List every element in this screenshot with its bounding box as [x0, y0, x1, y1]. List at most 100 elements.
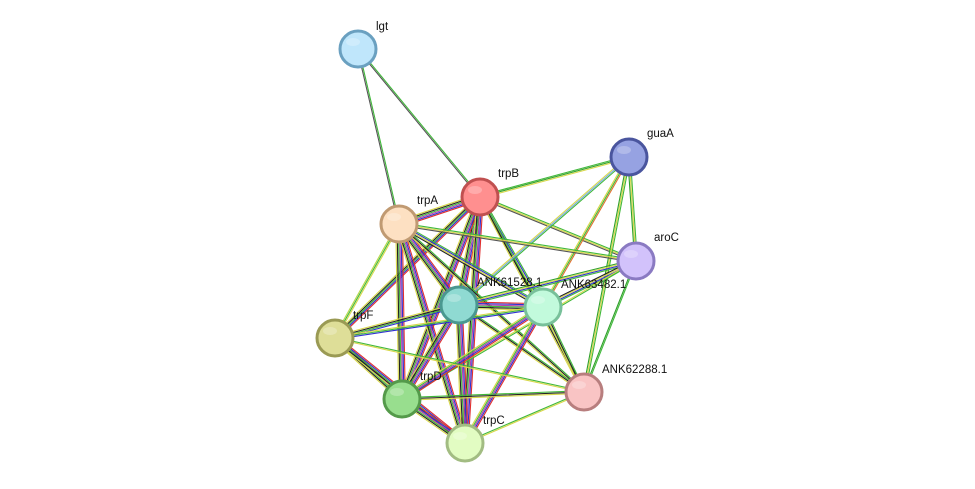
node-circle[interactable]	[382, 379, 422, 419]
edge-evidence-line	[458, 156, 630, 306]
node-circle[interactable]	[609, 137, 649, 177]
node-trpD[interactable]: trpD	[382, 371, 442, 419]
edge-evidence-line	[396, 224, 464, 445]
node-highlight	[617, 146, 631, 154]
node-trpF[interactable]: trpF	[315, 310, 373, 358]
node-circle[interactable]	[379, 204, 419, 244]
edge-evidence-line	[455, 304, 463, 444]
node-lgt[interactable]: lgt	[338, 21, 389, 69]
edge-evidence-line	[402, 307, 545, 401]
edge-evidence-line	[400, 305, 543, 399]
edge-lgt-trpA[interactable]	[356, 48, 401, 225]
edge-evidence-line	[464, 392, 585, 445]
edge-evidence-line	[401, 222, 469, 443]
node-aroC[interactable]: aroC	[616, 232, 679, 281]
edge-evidence-line	[397, 223, 402, 400]
edge-ANK63482.1-trpD[interactable]	[400, 304, 545, 402]
edge-evidence-line	[401, 306, 544, 400]
edge-evidence-line	[356, 48, 399, 225]
node-highlight	[572, 381, 586, 389]
edge-evidence-line	[333, 302, 460, 337]
edge-evidence-line	[457, 305, 584, 394]
edge-trpB-guaA[interactable]	[479, 155, 630, 199]
node-trpB[interactable]: trpB	[460, 168, 519, 217]
node-highlight	[387, 213, 401, 221]
edge-trpA-trpC[interactable]	[395, 222, 469, 445]
edge-evidence-line	[457, 258, 637, 304]
node-highlight	[531, 296, 545, 304]
edge-aroC-ANK61528.1[interactable]	[457, 258, 638, 308]
edge-evidence-line	[459, 304, 467, 444]
edge-evidence-line	[399, 222, 586, 392]
node-circle[interactable]	[523, 287, 563, 327]
edge-evidence-line	[461, 304, 469, 444]
edge-evidence-line	[398, 224, 637, 263]
node-circle[interactable]	[616, 241, 656, 281]
node-ANK63482.1[interactable]: ANK63482.1	[523, 279, 626, 327]
edge-evidence-line	[402, 308, 545, 402]
edge-trpA-aroC[interactable]	[398, 222, 637, 263]
edge-evidence-line	[401, 390, 585, 399]
edge-evidence-line	[334, 305, 544, 338]
edge-evidence-line	[397, 225, 543, 310]
node-guaA[interactable]: guaA	[609, 128, 674, 177]
node-trpA[interactable]: trpA	[379, 195, 438, 244]
edge-trpB-aroC[interactable]	[478, 195, 638, 263]
edge-evidence-line	[398, 222, 637, 261]
edge-trpC-ANK62288.1[interactable]	[464, 390, 585, 445]
edge-evidence-line	[398, 222, 544, 307]
node-circle[interactable]	[445, 423, 485, 463]
edge-evidence-line	[333, 222, 399, 338]
edge-evidence-line	[584, 260, 638, 393]
node-trpC[interactable]: trpC	[445, 415, 505, 463]
edge-evidence-line	[395, 224, 463, 445]
edge-evidence-line	[457, 304, 465, 444]
nodes-layer: lgt trpB guaA trpA aroC ANK61528.1 ANK63482.1 t…	[315, 21, 679, 463]
node-circle[interactable]	[315, 318, 355, 358]
edge-evidence-line	[458, 261, 637, 307]
edge-evidence-line	[334, 307, 544, 340]
edge-evidence-line	[481, 195, 546, 307]
node-label: trpF	[353, 310, 373, 322]
node-circle[interactable]	[439, 285, 479, 325]
edge-evidence-line	[479, 155, 630, 197]
edge-trpD-ANK62288.1[interactable]	[401, 390, 585, 401]
node-highlight	[346, 38, 360, 46]
edge-trpA-trpD[interactable]	[395, 223, 406, 400]
node-highlight	[624, 250, 638, 258]
edge-evidence-line	[456, 304, 464, 444]
edge-lgt-trpB[interactable]	[356, 48, 482, 198]
edge-evidence-line	[464, 390, 585, 443]
edge-evidence-line	[397, 223, 465, 444]
node-label: aroC	[654, 232, 679, 244]
edge-trpA-trpF[interactable]	[333, 222, 401, 340]
edge-evidence-line	[334, 303, 460, 338]
edge-trpA-ANK63482.1[interactable]	[397, 221, 545, 310]
edge-evidence-line	[358, 48, 401, 225]
edge-evidence-line	[479, 157, 630, 199]
edge-evidence-line	[458, 259, 637, 305]
node-circle[interactable]	[564, 372, 604, 412]
edge-evidence-line	[479, 156, 630, 198]
node-label: ANK63482.1	[561, 279, 626, 291]
node-label: trpB	[498, 168, 519, 180]
edge-evidence-line	[458, 304, 585, 393]
edge-aroC-ANK62288.1[interactable]	[582, 260, 638, 393]
edge-ANK63482.1-trpF[interactable]	[334, 305, 544, 340]
edge-evidence-line	[396, 223, 401, 400]
node-highlight	[323, 327, 337, 335]
node-circle[interactable]	[460, 177, 500, 217]
edge-evidence-line	[334, 336, 585, 392]
node-circle[interactable]	[338, 29, 378, 69]
node-ANK61528.1[interactable]: ANK61528.1	[439, 277, 542, 325]
edge-evidence-line	[333, 195, 480, 338]
edge-guaA-ANK61528.1[interactable]	[457, 155, 631, 307]
edge-ANK61528.1-trpC[interactable]	[455, 304, 469, 444]
node-highlight	[453, 432, 467, 440]
edge-evidence-line	[398, 224, 544, 309]
node-highlight	[390, 388, 404, 396]
edge-trpF-ANK62288.1[interactable]	[334, 336, 585, 394]
edge-evidence-line	[399, 223, 467, 444]
edge-evidence-line	[334, 306, 544, 339]
node-ANK62288.1[interactable]: ANK62288.1	[564, 364, 667, 412]
